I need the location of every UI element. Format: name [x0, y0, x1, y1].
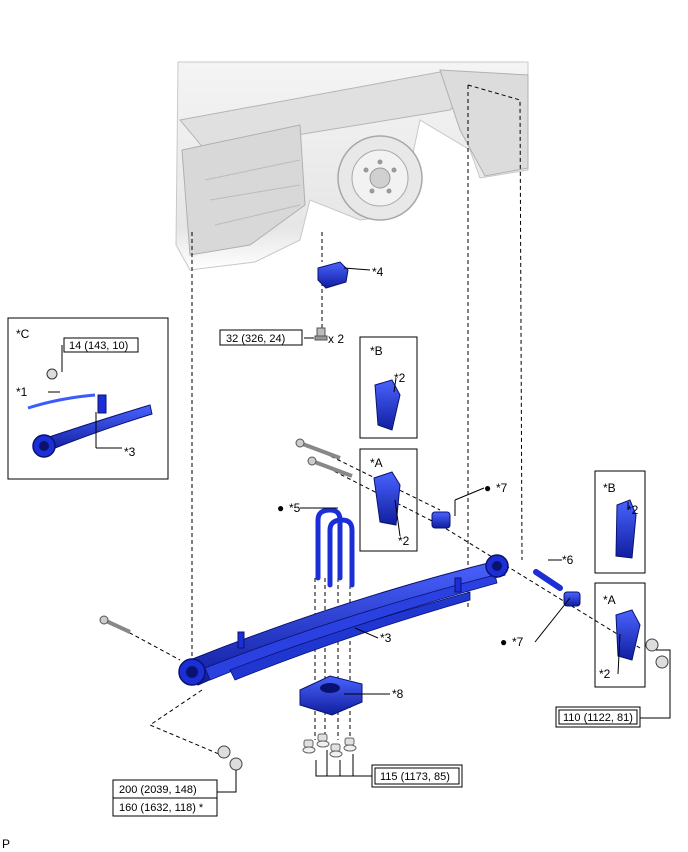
washer-icon [302, 740, 357, 758]
callout-2-b-right: *2 [627, 503, 639, 517]
bolt-icon [314, 327, 328, 341]
callout-3-inset: *3 [124, 445, 136, 459]
bushing-icon [431, 511, 581, 607]
wheel-hub-icon [337, 135, 423, 221]
leaf-spring-icon [178, 554, 509, 686]
svg-text:200 (2039, 148): 200 (2039, 148) [119, 784, 197, 796]
torque-box-200-160: 200 (2039, 148) 160 (1632, 118) * [112, 779, 218, 817]
callout-leaders [48, 267, 671, 793]
svg-text:32 (326, 24): 32 (326, 24) [226, 333, 285, 345]
bullet-7-bottom: ● [500, 635, 507, 649]
inset-view-b-right [594, 470, 646, 574]
torque-box-14: 14 (143, 10) [63, 337, 139, 353]
callout-2-b-left: *2 [394, 371, 406, 385]
view-label-b-left: *B [370, 344, 383, 358]
callout-8: *8 [392, 687, 404, 701]
callout-4: *4 [372, 265, 384, 279]
callout-5: *5 [289, 501, 301, 515]
callout-3-main: *3 [380, 631, 392, 645]
nut-icon [217, 638, 669, 771]
inset-view-a-right [594, 582, 646, 688]
nut-icon [303, 733, 355, 752]
bullet-7-top: ● [484, 481, 491, 495]
svg-text:14 (143, 10): 14 (143, 10) [69, 340, 128, 352]
spring-seat-icon [299, 675, 363, 716]
qty-x2: x 2 [328, 332, 344, 346]
svg-text:160 (1632, 118) *: 160 (1632, 118) * [119, 802, 204, 814]
nut-icon [46, 368, 58, 380]
svg-text:115 (1173, 85): 115 (1173, 85) [380, 771, 450, 783]
callout-7-top: *7 [496, 481, 508, 495]
pin-icon [533, 569, 563, 591]
callout-6: *6 [562, 553, 574, 567]
callout-2-a-left: *2 [398, 534, 410, 548]
bullet-5: ● [277, 501, 284, 515]
callout-7-bottom: *7 [512, 635, 524, 649]
view-label-c: *C [16, 327, 30, 341]
inset-view-a-left [359, 448, 418, 552]
bracket-icon [373, 379, 641, 661]
callout-1: *1 [16, 385, 28, 399]
bracket-icon [317, 261, 349, 289]
callout-2-a-right: *2 [599, 667, 611, 681]
svg-text:110 (1122, 81): 110 (1122, 81) [563, 712, 633, 724]
view-label-a-left: *A [370, 456, 383, 470]
footer-code: P [2, 837, 10, 851]
view-label-b-right: *B [603, 481, 616, 495]
bolt-icon [99, 438, 353, 634]
inset-view-b-left [359, 336, 418, 439]
torque-box-115: 115 (1173, 85) [371, 764, 463, 788]
u-bolt-icon [315, 507, 355, 588]
torque-box-32: 32 (326, 24) [219, 329, 303, 346]
view-label-a-right: *A [603, 593, 616, 607]
torque-box-110: 110 (1122, 81) [555, 706, 641, 728]
